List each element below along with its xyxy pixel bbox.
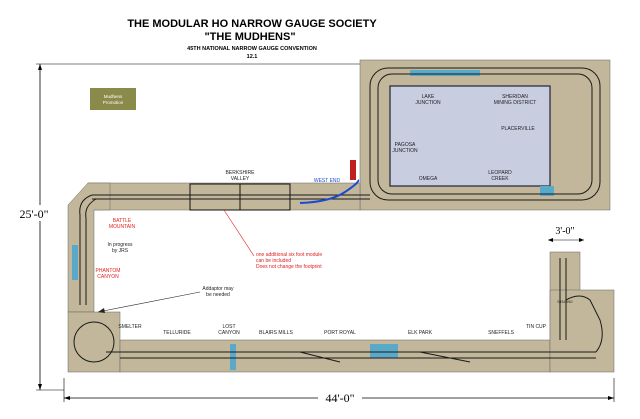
staging-label: STAGING <box>557 300 573 304</box>
battle-mountain-label-1: BATTLE <box>113 218 132 224</box>
gap-dimension: 3'-0" <box>548 226 584 242</box>
diagram-subtitle: "THE MUDHENS" <box>204 31 295 43</box>
pagosa-label-2: JUNCTION <box>392 148 418 154</box>
phantom-canyon-label-2: CANYON <box>97 274 119 280</box>
pagosa-label-1: PAGOSA <box>395 142 416 148</box>
height-dimension: 25'-0" <box>14 63 360 391</box>
leopard-label-2: CREEK <box>491 176 509 182</box>
note-line-2: can be included <box>256 258 291 264</box>
berkshire-label-2: VALLEY <box>231 176 250 182</box>
diagram-title: THE MODULAR HO NARROW GAUGE SOCIETY <box>127 18 377 30</box>
west-end-marker <box>350 160 356 180</box>
port-royal-label: PORT ROYAL <box>324 330 356 336</box>
blairs-mills-label: BLAIRS MILLS <box>259 330 293 336</box>
note-arrow <box>223 209 255 257</box>
adaptor-label-1: Addaptor may <box>202 286 234 292</box>
note-line-3: Does not change the footprint <box>256 264 322 270</box>
telluride-label: TELLURIDE <box>163 330 191 336</box>
lake-junction-label-2: JUNCTION <box>415 100 441 106</box>
placerville-label: PLACERVILLE <box>501 126 535 132</box>
width-dim-label: 44'-0" <box>325 391 354 405</box>
note-line-1: one additional six foot module <box>256 252 322 258</box>
sneffels-label: SNEFFELS <box>488 330 515 336</box>
in-progress-label-2: by JRS <box>112 248 129 254</box>
height-dim-label: 25'-0" <box>19 207 48 221</box>
gap-dim-label: 3'-0" <box>555 226 574 237</box>
convention-label: 45TH NATIONAL NARROW GAUGE CONVENTION <box>187 46 317 52</box>
loop-inner-area <box>389 85 551 187</box>
adaptor-arrow <box>97 291 201 313</box>
lost-canyon-label-1: LOST <box>222 324 235 330</box>
phantom-canyon-label-1: PHANTOM <box>96 268 121 274</box>
lost-canyon-label-2: CANYON <box>218 330 240 336</box>
west-end-label: WEST END <box>314 178 341 184</box>
six-foot-note: one additional six foot module can be in… <box>256 252 322 270</box>
adaptor-label-2: be needed <box>206 292 230 298</box>
sheridan-label-2: MINING DISTRICT <box>494 100 537 106</box>
leopard-label-1: LEOPARD <box>488 170 512 176</box>
width-dimension: 44'-0" <box>63 378 615 405</box>
omega-label: OMEGA <box>419 176 438 182</box>
promo-label-line2: Promotion <box>103 100 124 105</box>
west-end-wire <box>299 179 360 204</box>
elk-park-label: ELK PARK <box>408 330 433 336</box>
in-progress-label-1: In progress <box>107 242 133 248</box>
track-work <box>73 67 603 363</box>
tin-cup-label: TIN CUP <box>526 324 547 330</box>
smelter-label: SMELTER <box>118 324 142 330</box>
promo-box <box>90 88 136 110</box>
sheridan-label-1: SHERIDAN <box>502 94 528 100</box>
battle-mountain-label-2: MOUNTAIN <box>109 224 136 230</box>
lake-junction-label-1: LAKE <box>422 94 435 100</box>
water-features <box>72 70 554 370</box>
version-label: 12.1 <box>247 54 258 60</box>
promo-label-line1: Mudhens <box>104 94 123 99</box>
berkshire-label-1: BERKSHIRE <box>226 170 256 176</box>
